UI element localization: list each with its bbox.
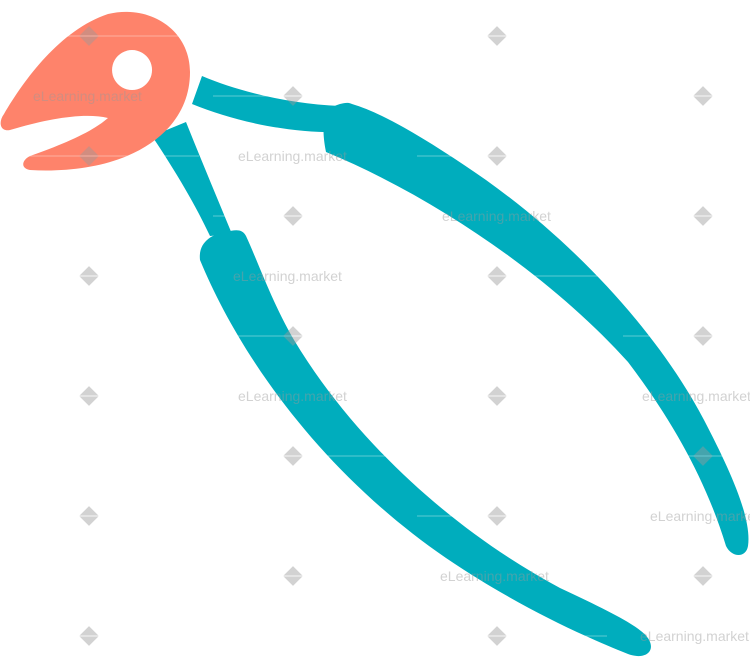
watermark-diamond — [487, 506, 507, 526]
watermark-diamond — [487, 266, 507, 286]
watermark-label: eLearning.market — [238, 148, 347, 164]
watermark-diamond — [283, 86, 303, 106]
watermark-label: eLearning.market — [640, 628, 749, 644]
watermark-label: eLearning.market — [442, 208, 551, 224]
watermark-diamond — [283, 206, 303, 226]
jaw-head — [0, 11, 190, 171]
watermark-diamond — [79, 26, 99, 46]
watermark-diamond — [283, 566, 303, 586]
watermark-diamond — [487, 386, 507, 406]
watermark-diamond — [693, 326, 713, 346]
watermark-diamond — [487, 626, 507, 646]
watermark-diamond — [79, 386, 99, 406]
watermark-diamond — [79, 266, 99, 286]
watermark-label: eLearning.market — [33, 88, 142, 104]
watermark-diamond — [283, 446, 303, 466]
watermark-diamond — [693, 446, 713, 466]
watermark-diamond — [487, 146, 507, 166]
forceps-jaw — [0, 11, 190, 171]
watermark-label: eLearning.market — [440, 568, 549, 584]
watermark-glyph: e — [86, 32, 92, 43]
watermark-label: eLearning.market — [233, 268, 342, 284]
watermark-diamond — [487, 26, 507, 46]
lower-handle-neck — [152, 122, 232, 236]
watermark-diamond — [693, 566, 713, 586]
watermark-diamond — [79, 146, 99, 166]
upper-handle-grip — [323, 102, 749, 555]
watermark-label: eLearning.market — [642, 388, 750, 404]
watermark-lines — [9, 35, 750, 637]
watermark-layer: e e e e eLearning.market eLearning.market e… — [9, 26, 750, 646]
upper-handle-neck — [192, 76, 346, 133]
watermark-glyph: e — [86, 152, 92, 163]
watermark-diamond — [283, 326, 303, 346]
watermark-label: eLearning.market — [238, 388, 347, 404]
lower-handle-grip — [199, 230, 651, 657]
upper-handle — [192, 76, 749, 555]
watermark-label: eLearning.market — [650, 508, 750, 524]
watermark-glyph: e — [290, 332, 296, 343]
watermark-glyph: e — [700, 452, 706, 463]
lower-handle — [152, 122, 651, 657]
